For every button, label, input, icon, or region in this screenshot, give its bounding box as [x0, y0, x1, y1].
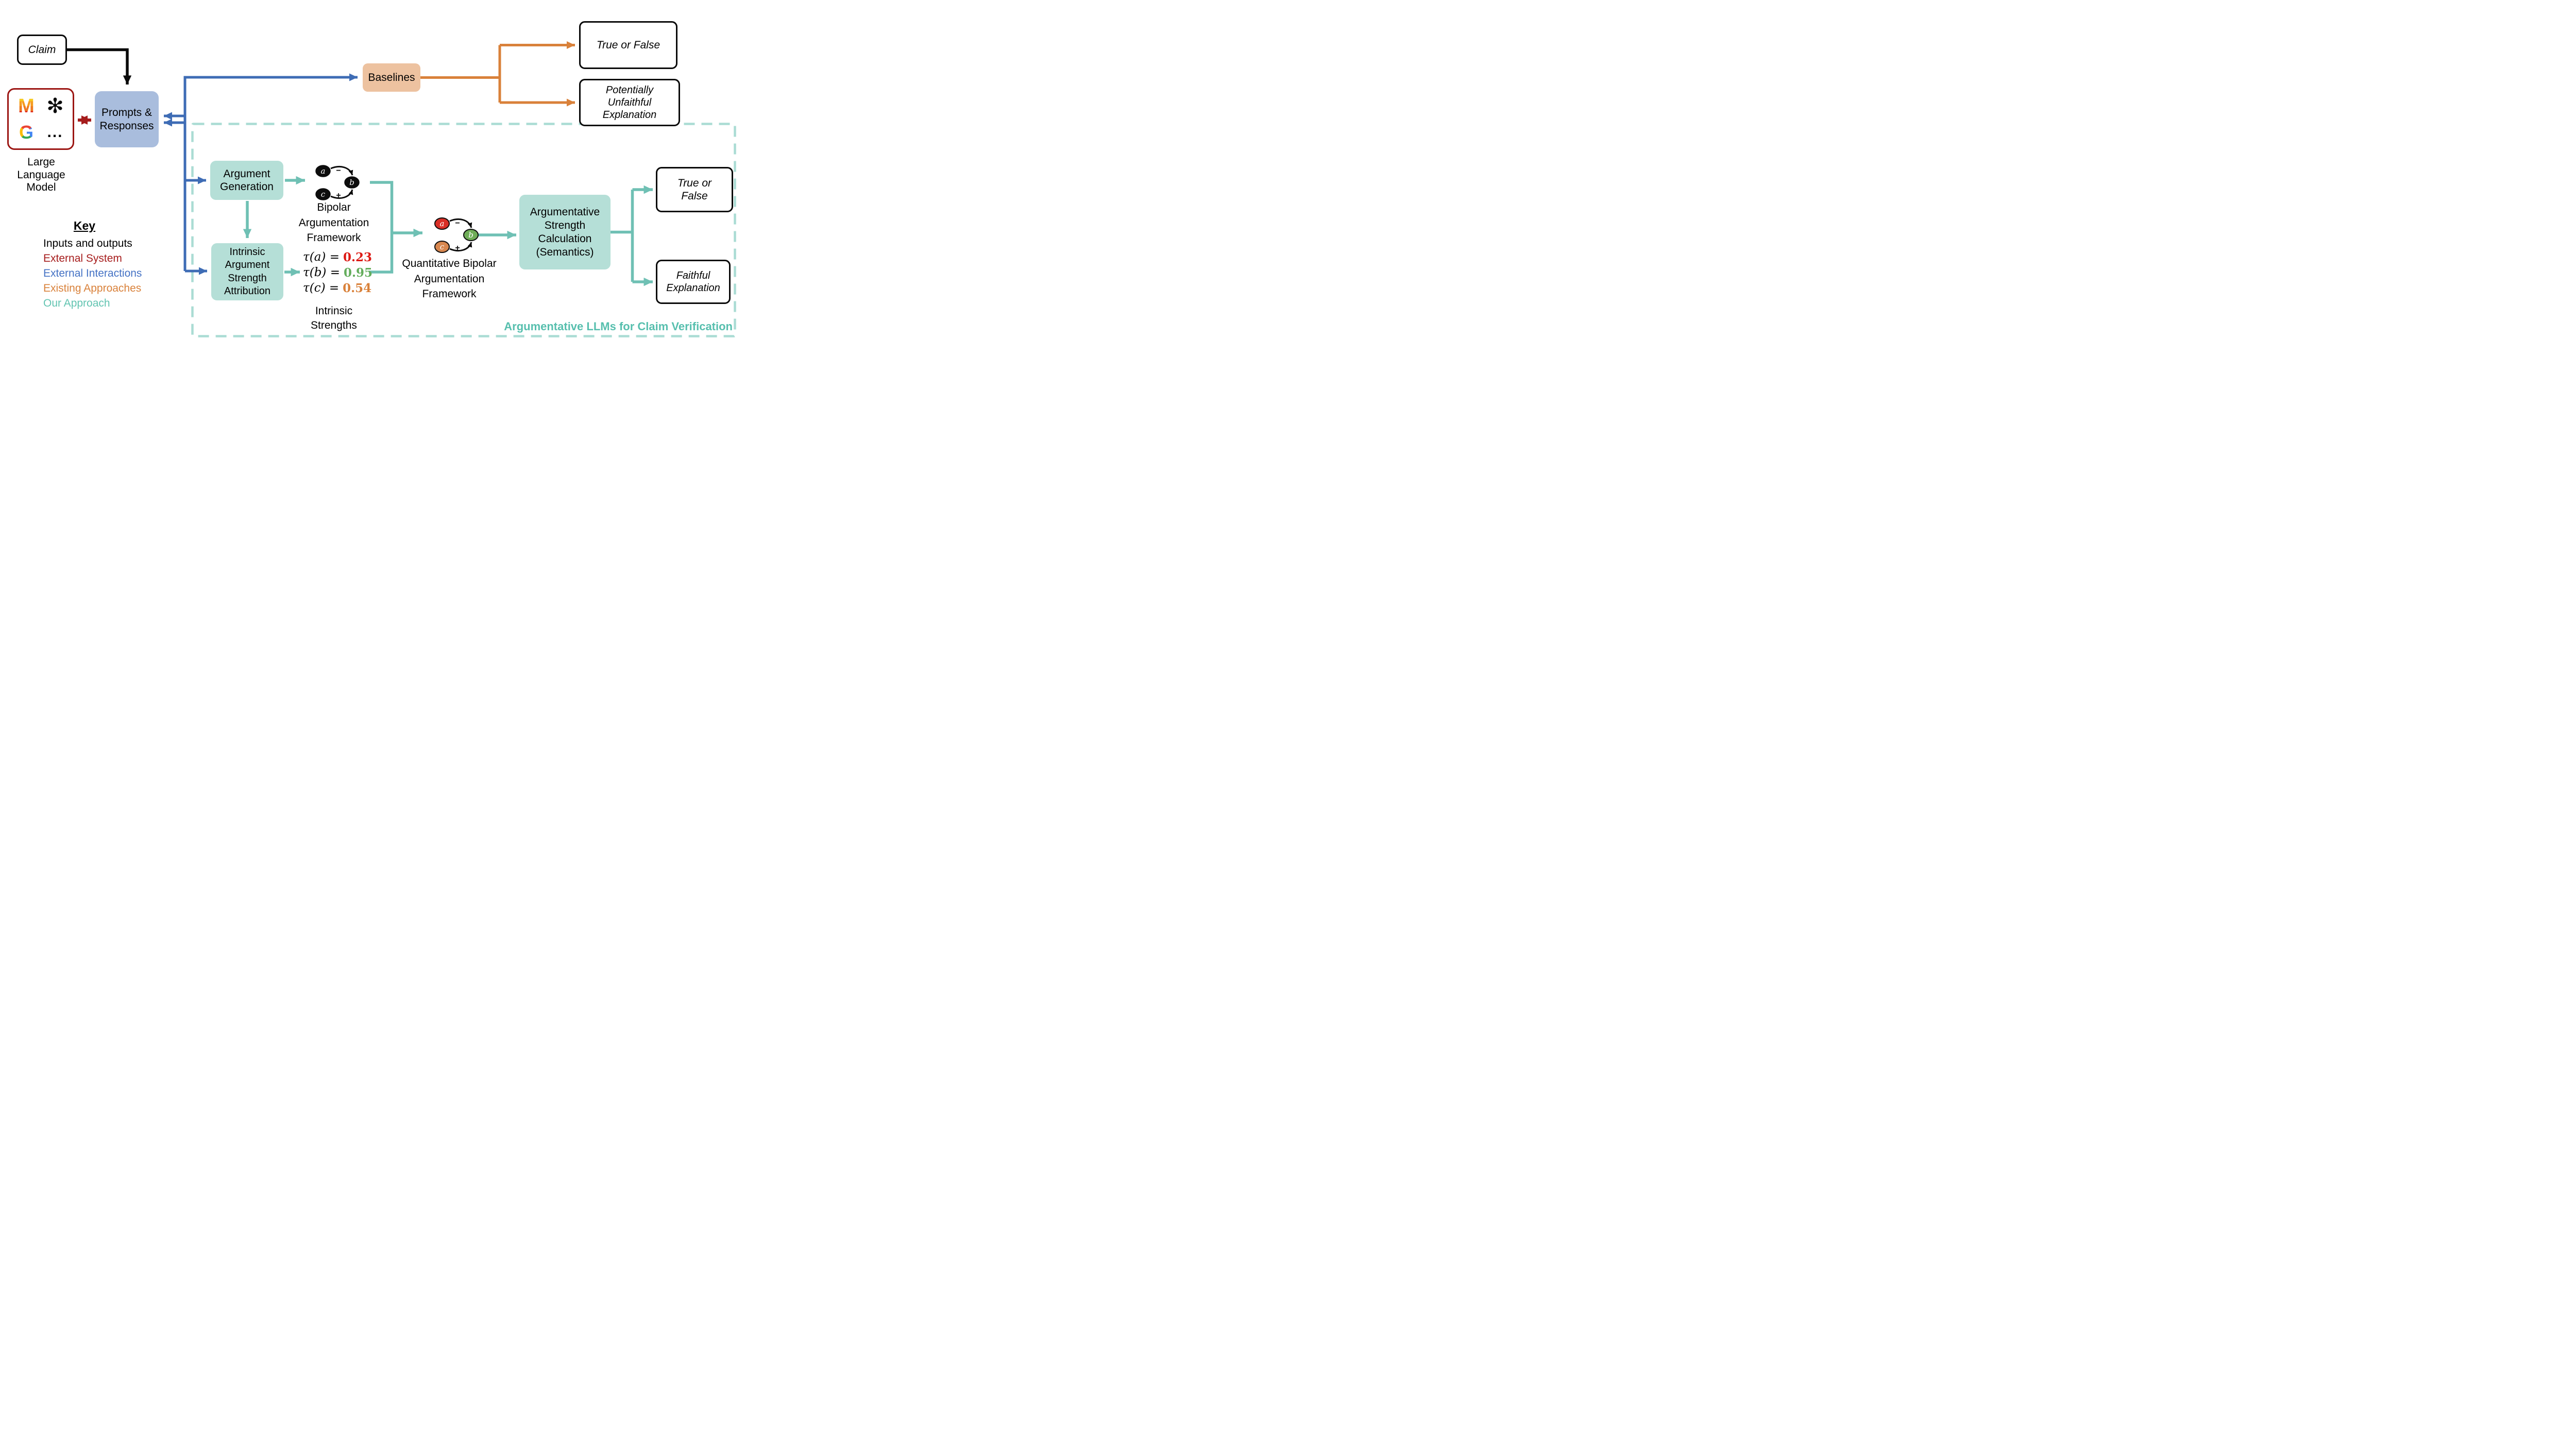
- tau-b-value: 0.95: [343, 265, 373, 280]
- llm-caption: Large Language Model: [17, 156, 65, 193]
- tau-a-lhs: τ(a) =: [303, 250, 340, 264]
- baf-node-a: [315, 165, 331, 177]
- our-true-false-box: True or False: [656, 167, 733, 212]
- arrow-prompts-to-baselines: [183, 73, 358, 271]
- tau-b-lhs: τ(b) =: [303, 266, 340, 279]
- qbaf-node-b-label: b: [468, 230, 473, 240]
- qbaf-support-sign: +: [455, 244, 460, 252]
- qbaf-caption: Quantitative Bipolar Argumentation Frame…: [402, 258, 497, 300]
- qbaf-node-c-label: c: [440, 242, 445, 251]
- qbaf-node-a-label: a: [440, 219, 445, 228]
- tau-c-equation: τ(c) = 0.54: [303, 280, 391, 296]
- baf-support-sign: +: [336, 191, 341, 200]
- unfaithful-explanation-label: Potentially Unfaithful Explanation: [602, 84, 657, 121]
- llm-box: M ✻ G ...: [7, 88, 74, 150]
- tau-a-equation: τ(a) = 0.23: [303, 249, 391, 265]
- claim-box: Claim: [17, 35, 67, 65]
- diagram-canvas: Claim M ✻ G ... Large Language Model Pro…: [0, 0, 743, 359]
- our-approach-dashed-container: [191, 123, 736, 337]
- key-title: Key: [73, 219, 96, 232]
- baselines-box: Baselines: [363, 63, 420, 92]
- tau-c-lhs: τ(c) =: [303, 281, 340, 295]
- baseline-true-false-label: True or False: [596, 39, 660, 51]
- key-item-external-system: External System: [43, 252, 122, 264]
- google-logo-icon: G: [19, 121, 33, 143]
- intrinsic-attribution-box: Intrinsic Argument Strength Attribution: [211, 243, 283, 300]
- tau-c-value: 0.54: [343, 281, 372, 295]
- key-item-existing-approaches: Existing Approaches: [43, 282, 142, 294]
- line-calculation-branch: [611, 190, 634, 282]
- baselines-label: Baselines: [368, 71, 415, 83]
- baf-node-b-label: b: [349, 178, 354, 187]
- tau-b-equation: τ(b) = 0.95: [303, 265, 391, 280]
- connector-wires: [67, 41, 736, 337]
- openai-logo-icon: ✻: [46, 94, 64, 117]
- intrinsic-strength-values: τ(a) = 0.23 τ(b) = 0.95 τ(c) = 0.54: [303, 249, 391, 296]
- arrow-claim-to-prompts: [67, 48, 132, 84]
- ellipsis-icon: ...: [47, 123, 63, 141]
- qbaf-attack-sign: −: [455, 219, 460, 228]
- key-item-our-approach: Our Approach: [43, 297, 110, 309]
- faithful-explanation-box: Faithful Explanation: [656, 260, 731, 304]
- strength-calculation-box: Argumentative Strength Calculation (Sema…: [519, 195, 611, 269]
- baf-attack-sign: −: [336, 166, 341, 175]
- intrinsic-attribution-label: Intrinsic Argument Strength Attribution: [224, 246, 271, 297]
- bipolar-argumentation-graph: a b c − +: [315, 165, 360, 200]
- faithful-explanation-label: Faithful Explanation: [666, 270, 720, 294]
- mistral-logo-icon: M: [18, 95, 35, 117]
- key-legend: Inputs and outputs External System Exter…: [43, 236, 177, 311]
- our-true-false-label: True or False: [677, 177, 712, 202]
- quantitative-bipolar-argumentation-graph: a b c − +: [434, 217, 479, 253]
- container-title: Argumentative LLMs for Claim Verificatio…: [504, 320, 733, 333]
- prompts-responses-box: Prompts & Responses: [95, 91, 159, 147]
- qbaf-node-c: [434, 241, 450, 253]
- prompts-responses-label: Prompts & Responses: [99, 106, 154, 132]
- qbaf-node-a: [434, 217, 450, 230]
- claim-label: Claim: [28, 43, 56, 56]
- baf-node-b: [344, 176, 360, 189]
- baf-node-c: [315, 188, 331, 200]
- strength-calculation-label: Argumentative Strength Calculation (Sema…: [530, 206, 600, 258]
- argument-generation-box: Argument Generation: [210, 161, 283, 200]
- baf-node-c-label: c: [321, 190, 326, 199]
- argument-generation-label: Argument Generation: [220, 168, 274, 193]
- key-item-external-interactions: External Interactions: [43, 267, 142, 279]
- baf-node-a-label: a: [321, 166, 326, 176]
- baseline-true-false-box: True or False: [579, 21, 677, 69]
- qbaf-node-b: [463, 229, 479, 241]
- key-item-inputs-outputs: Inputs and outputs: [43, 238, 132, 249]
- line-baf-tau-junction: [369, 181, 394, 274]
- baf-caption: Bipolar Argumentation Framework: [298, 201, 369, 244]
- unfaithful-explanation-box: Potentially Unfaithful Explanation: [579, 79, 680, 126]
- intrinsic-strengths-caption: Intrinsic Strengths: [311, 305, 357, 331]
- tau-a-value: 0.23: [343, 250, 372, 264]
